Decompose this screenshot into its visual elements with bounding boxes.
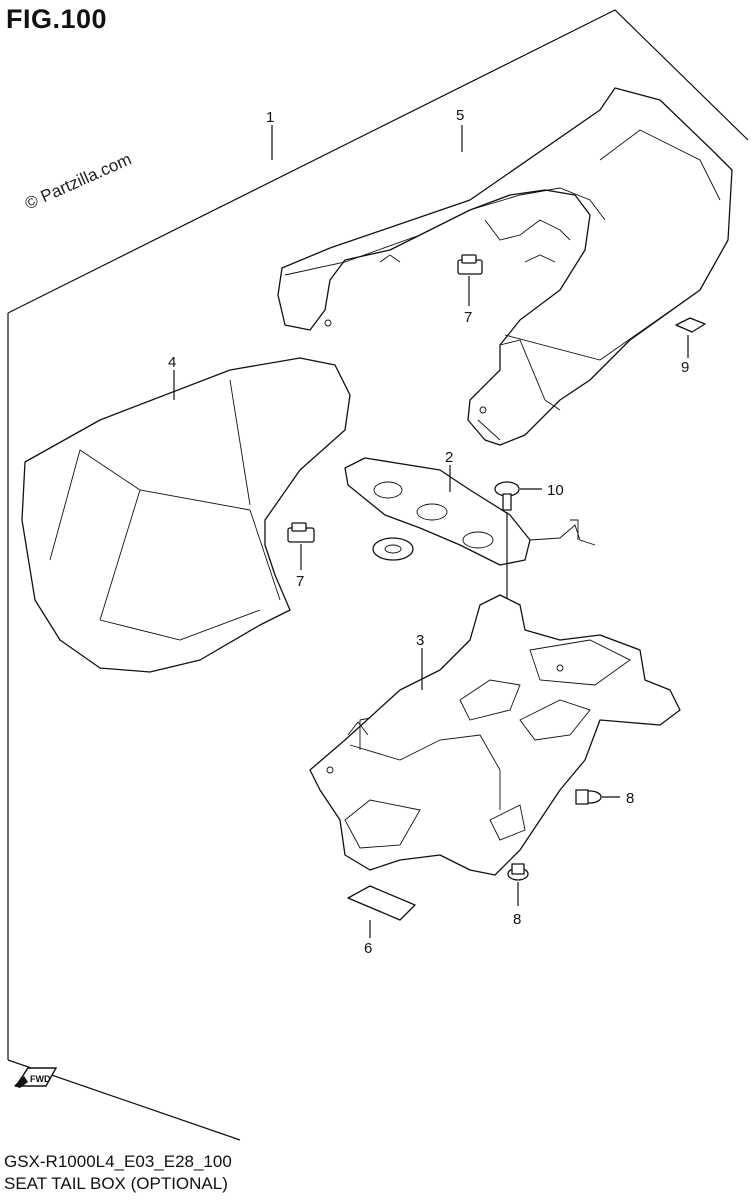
- grommet: [372, 537, 414, 561]
- forward-direction-icon: FWD: [14, 1067, 58, 1088]
- callout-2: 2: [445, 449, 453, 466]
- callout-8-right: 8: [626, 790, 634, 807]
- bolt-part-8-lower: [507, 863, 529, 906]
- seat-cover-part-4: [21, 357, 351, 673]
- model-code: GSX-R1000L4_E03_E28_100: [4, 1152, 232, 1171]
- clip-part-7-upper: [457, 254, 483, 306]
- carrier-frame-part-3: [309, 594, 681, 876]
- callout-8-lower: 8: [513, 911, 521, 928]
- fwd-label: FWD: [30, 1074, 51, 1084]
- callout-6: 6: [364, 940, 372, 957]
- bracket-plate-part-2: [344, 457, 596, 566]
- callout-9: 9: [681, 359, 689, 376]
- callout-1: 1: [266, 109, 274, 126]
- callout-4: 4: [168, 354, 176, 371]
- callout-10: 10: [547, 482, 564, 499]
- callout-7-upper: 7: [464, 309, 472, 326]
- assembly-outline: [7, 9, 749, 314]
- bolt-part-8-right: [575, 789, 620, 805]
- pad-part-6: [347, 885, 416, 938]
- callout-5: 5: [456, 107, 464, 124]
- clip-part-7-lower: [287, 522, 315, 570]
- pad-part-9: [675, 317, 706, 358]
- figure-title: FIG.100: [6, 4, 108, 34]
- callout-3: 3: [416, 632, 424, 649]
- tail-cover-part-5: [277, 87, 733, 446]
- diagram-title: SEAT TAIL BOX (OPTIONAL): [4, 1174, 228, 1193]
- callout-7-lower: 7: [296, 573, 304, 590]
